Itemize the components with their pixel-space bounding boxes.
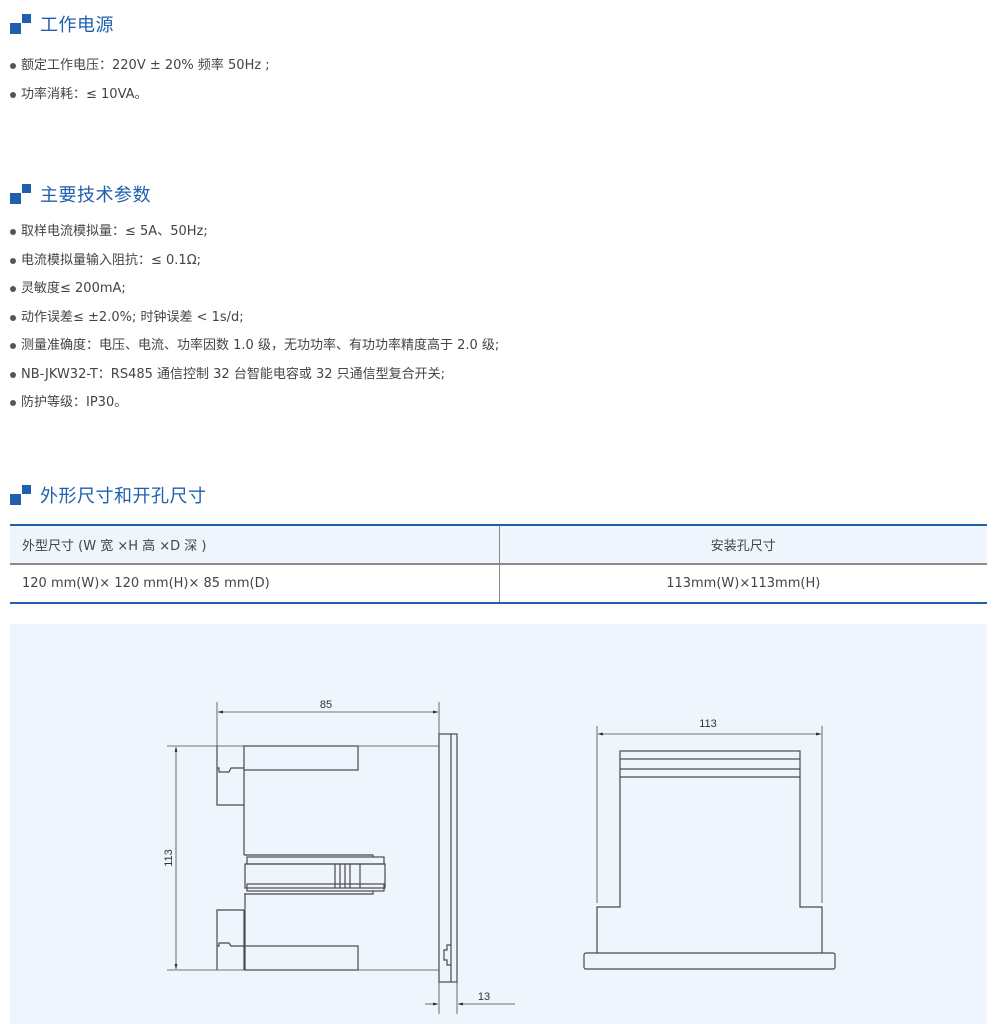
bullet-icon [10, 91, 16, 98]
section-title-dimensions: 外形尺寸和开孔尺寸 [10, 481, 207, 509]
height-dimension-label: 113 [163, 849, 175, 867]
technical-spec-list: 取样电流模拟量：≤ 5A、50Hz; 电流模拟量输入阻抗：≤ 0.1Ω; 灵敏度… [10, 218, 499, 418]
cell-outer-dimensions: 120 mm(W)× 120 mm(H)× 85 mm(D) [10, 564, 500, 603]
bullet-icon [10, 63, 16, 70]
list-item: 取样电流模拟量：≤ 5A、50Hz; [10, 218, 499, 247]
list-item: 灵敏度≤ 200mA; [10, 275, 499, 304]
bullet-icon [10, 314, 16, 321]
cell-cutout-dimensions: 113mm(W)×113mm(H) [666, 576, 821, 591]
list-item: 额定工作电压：220V ± 20% 频率 50Hz ; [10, 52, 270, 81]
section-square-icon [10, 485, 32, 505]
dimensions-table: 外型尺寸 (W 宽 ×H 高 ×D 深 ) 安装孔尺寸 120 mm(W)× 1… [10, 524, 987, 604]
header-cutout-dimensions: 安装孔尺寸 [499, 525, 987, 565]
table-header-row: 外型尺寸 (W 宽 ×H 高 ×D 深 ) 安装孔尺寸 [10, 525, 987, 565]
cutout-view-drawing [583, 726, 836, 970]
bullet-icon [10, 257, 16, 264]
panel-thickness-label: 13 [478, 991, 490, 1003]
cutout-width-label: 113 [699, 718, 717, 730]
list-item: 测量准确度：电压、电流、功率因数 1.0 级，无功功率、有功功率精度高于 2.0… [10, 332, 499, 361]
list-item: 动作误差≤ ±2.0%; 时钟误差 < 1s/d; [10, 304, 499, 333]
side-view-drawing [167, 702, 515, 1014]
bullet-icon [10, 286, 16, 293]
dimension-drawing: 85 113 13 113 [163, 699, 836, 1014]
section-title-label: 主要技术参数 [40, 185, 151, 206]
section-title-power: 工作电源 [10, 10, 114, 38]
section-title-label: 工作电源 [40, 15, 114, 36]
depth-dimension-label: 85 [320, 699, 332, 711]
section-square-icon [10, 14, 32, 34]
table-row: 120 mm(W)× 120 mm(H)× 85 mm(D) 113mm(W)×… [10, 564, 987, 603]
list-item: NB-JKW32-T：RS485 通信控制 32 台智能电容或 32 只通信型复… [10, 361, 499, 390]
list-item: 防护等级：IP30。 [10, 389, 499, 418]
bullet-icon [10, 229, 16, 236]
list-item: 电流模拟量输入阻抗：≤ 0.1Ω; [10, 247, 499, 276]
list-item: 功率消耗：≤ 10VA。 [10, 81, 270, 110]
section-title-label: 外形尺寸和开孔尺寸 [40, 486, 207, 507]
dimension-drawing-panel: 85 113 13 113 [10, 624, 987, 1024]
section-square-icon [10, 184, 32, 204]
bullet-icon [10, 371, 16, 378]
header-outer-dimensions: 外型尺寸 (W 宽 ×H 高 ×D 深 ) [10, 525, 500, 565]
section-title-specs: 主要技术参数 [10, 180, 151, 208]
bullet-icon [10, 343, 16, 350]
bullet-icon [10, 400, 16, 407]
power-spec-list: 额定工作电压：220V ± 20% 频率 50Hz ; 功率消耗：≤ 10VA。 [10, 52, 270, 109]
